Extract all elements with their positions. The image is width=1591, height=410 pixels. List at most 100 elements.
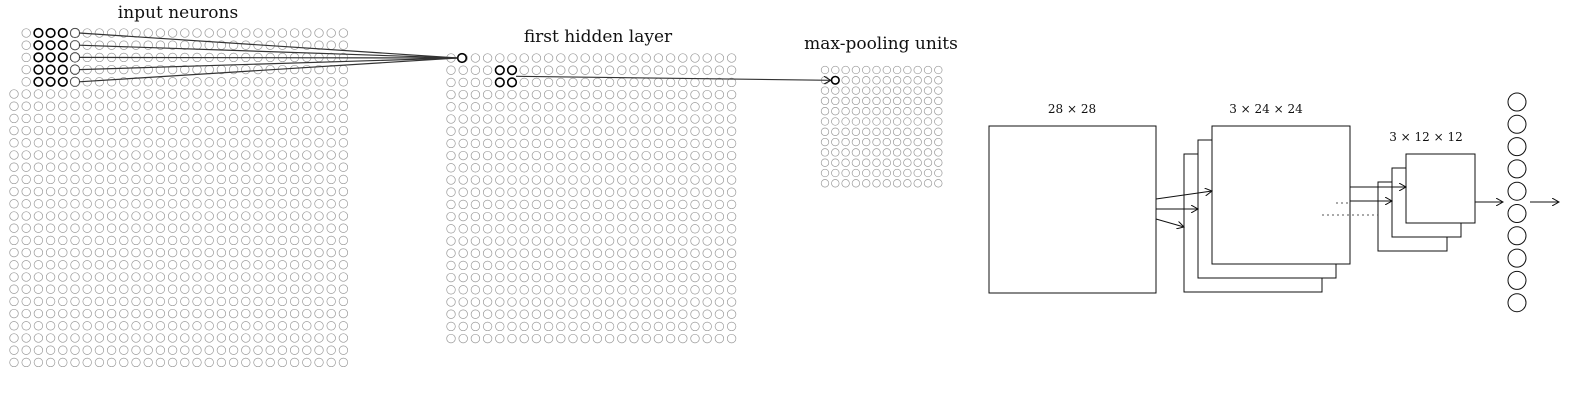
input-neuron (204, 89, 214, 99)
input-neuron (70, 138, 80, 148)
hidden-neuron (556, 77, 566, 88)
pool-neuron (831, 148, 840, 157)
hidden-neuron (519, 199, 529, 210)
hidden-neuron (470, 260, 481, 271)
hidden-neuron (641, 260, 651, 271)
input-neuron (94, 28, 105, 38)
hidden-neuron (653, 248, 664, 258)
hidden-neuron (482, 199, 493, 210)
input-neuron (155, 308, 166, 319)
input-neuron (70, 40, 80, 50)
input-neuron (106, 308, 117, 319)
hidden-neuron (446, 89, 456, 100)
input-neuron (58, 223, 68, 233)
input-neuron (314, 138, 324, 148)
hidden-neuron (604, 321, 615, 332)
input-neuron (82, 345, 92, 355)
hidden-neuron (726, 163, 737, 173)
hidden-neuron (592, 248, 603, 258)
pool-neuron (841, 179, 850, 188)
hidden-neuron (531, 150, 542, 161)
input-neuron (33, 223, 44, 233)
input-neuron (21, 89, 31, 99)
hidden-neuron (446, 309, 456, 319)
hidden-neuron (678, 333, 688, 344)
hidden-neuron (604, 211, 615, 222)
input-neuron (167, 308, 178, 319)
input-neuron (326, 260, 336, 270)
hidden-neuron (446, 102, 456, 112)
hidden-neuron (617, 248, 627, 258)
input-neuron (155, 321, 166, 331)
input-neuron (338, 296, 349, 307)
input-neuron (228, 113, 239, 124)
input-neuron (314, 113, 324, 124)
input-neuron (314, 101, 324, 111)
hidden-neuron (519, 272, 529, 283)
pool-neuron (923, 179, 933, 188)
hidden-neuron (482, 77, 493, 88)
hidden-neuron (702, 224, 712, 234)
input-neuron (338, 260, 349, 270)
input-neuron (289, 77, 300, 87)
hidden-neuron (702, 138, 712, 149)
input-neuron (228, 357, 239, 368)
hidden-neuron (604, 138, 615, 149)
input-neuron (131, 186, 141, 197)
hidden-neuron (690, 175, 700, 185)
hidden-neuron (726, 150, 737, 161)
input-neuron (216, 235, 227, 246)
pool-neuron (923, 117, 933, 126)
hidden-neuron (629, 272, 639, 283)
input-neuron (253, 296, 263, 307)
input-neuron (21, 247, 31, 258)
pool-neuron (851, 65, 861, 75)
hidden-neuron (507, 309, 517, 319)
hidden-neuron (653, 53, 664, 63)
input-neuron (302, 260, 312, 270)
pool-neuron (934, 117, 943, 126)
hidden-neuron (507, 150, 517, 161)
input-neuron (155, 162, 166, 172)
hidden-neuron (482, 138, 493, 149)
input-neuron (192, 28, 202, 38)
input-neuron (277, 321, 288, 331)
input-neuron (143, 247, 153, 258)
input-neuron (302, 235, 312, 246)
input-neuron (265, 321, 275, 331)
input-neuron (94, 247, 105, 258)
input-neuron (45, 138, 56, 148)
input-neuron (241, 101, 251, 111)
input-neuron (338, 308, 349, 319)
hidden-neuron (495, 138, 505, 149)
pool-neuron (934, 76, 943, 85)
hidden-neuron (568, 297, 578, 307)
input-neuron (167, 186, 178, 197)
input-neuron (192, 296, 202, 307)
pool-neuron (923, 137, 933, 147)
input-neuron (216, 308, 227, 319)
hidden-neuron (690, 163, 700, 173)
pool-neuron (841, 86, 850, 95)
input-neuron (314, 150, 324, 160)
hidden-neuron (470, 175, 481, 185)
input-neuron (302, 211, 312, 221)
max-pooling-units-label: max-pooling units (804, 34, 958, 54)
hidden-neuron (495, 224, 505, 234)
hidden-neuron (714, 89, 725, 100)
hidden-neuron (714, 285, 725, 295)
pool-neuron (851, 127, 861, 136)
input-neuron (204, 174, 214, 185)
hidden-neuron (531, 138, 542, 149)
input-neuron (106, 101, 117, 111)
input-neuron (192, 357, 202, 368)
input-neuron (155, 186, 166, 197)
input-neuron (216, 333, 227, 343)
hidden-neuron (665, 285, 676, 295)
input-neuron (9, 235, 19, 246)
hidden-neuron (507, 248, 517, 258)
input-neuron (155, 101, 166, 111)
input-neuron (82, 296, 92, 307)
input-neuron (338, 125, 349, 136)
